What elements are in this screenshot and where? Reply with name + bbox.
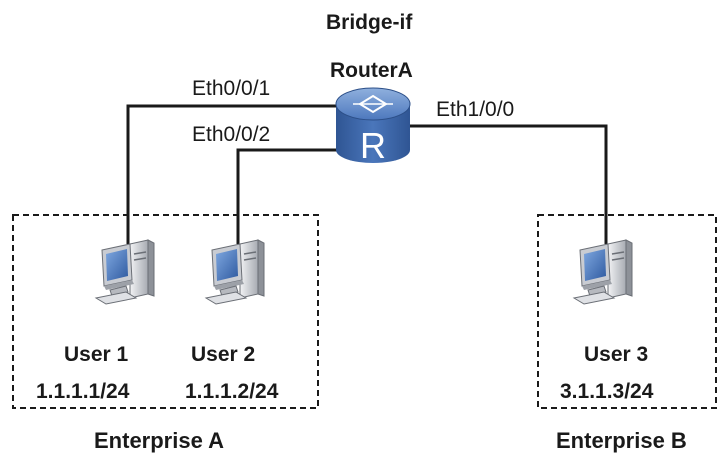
link-router-user3	[410, 124, 608, 244]
svg-text:R: R	[360, 125, 386, 166]
pc-icon-user2	[205, 239, 265, 305]
pc-icon-user3	[573, 239, 633, 305]
router-name-label: RouterA	[330, 59, 413, 82]
user-2-label: User 2	[191, 343, 256, 366]
enterprise-a-box	[12, 214, 319, 409]
user-1-ip: 1.1.1.1/24	[36, 380, 130, 403]
link-user2-router	[236, 148, 340, 244]
user-1-label: User 1	[64, 343, 129, 366]
user-3-ip: 3.1.1.3/24	[560, 380, 654, 403]
user-3-label: User 3	[584, 343, 649, 366]
router-icon: R	[335, 87, 411, 166]
enterprise-b-box	[537, 214, 717, 409]
router-mode-label: Bridge-if	[326, 11, 413, 34]
interface-label-eth0-0-2: Eth0/0/2	[192, 123, 271, 146]
interface-label-eth1-0-0: Eth1/0/0	[436, 98, 515, 121]
enterprise-b-label: Enterprise B	[556, 428, 687, 453]
enterprise-a-label: Enterprise A	[94, 428, 225, 453]
link-user1-router	[126, 104, 338, 244]
pc-icon-user1	[95, 239, 155, 305]
user-2-ip: 1.1.1.2/24	[185, 380, 279, 403]
interface-label-eth0-0-1: Eth0/0/1	[192, 77, 271, 100]
